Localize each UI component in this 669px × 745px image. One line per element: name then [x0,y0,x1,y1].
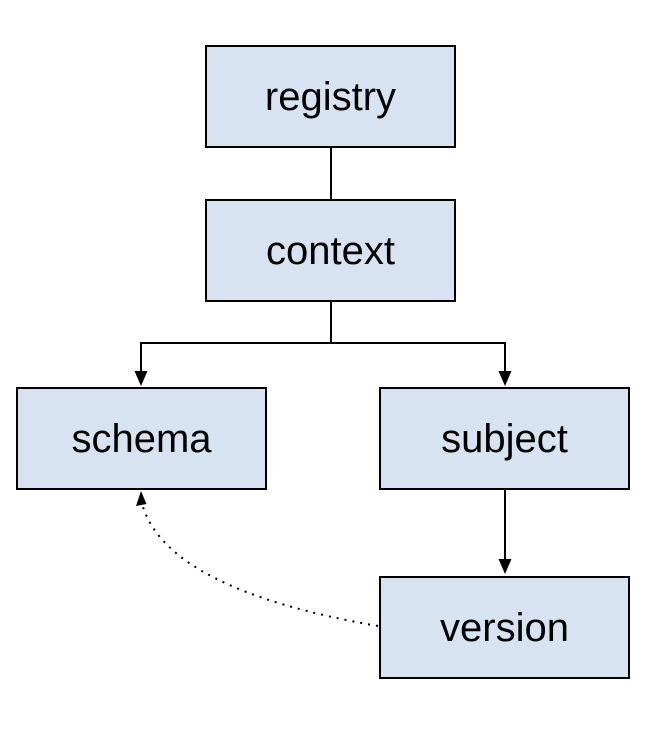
edge-subject-version [498,489,512,574]
node-schema-label: schema [71,416,212,461]
node-version: version [379,576,630,679]
node-registry-label: registry [264,74,397,119]
arrowhead-subject-top [498,371,512,386]
node-context: context [205,199,456,302]
edge-context-schema [134,302,332,386]
node-registry: registry [205,45,456,148]
node-subject-label: subject [441,416,568,461]
edge-context-subject [331,342,512,386]
arrowhead-schema-bottom [136,491,147,506]
node-subject: subject [379,387,630,490]
node-version-label: version [440,605,569,650]
arrowhead-schema-top [134,371,148,386]
arrowhead-version-top [498,559,512,574]
edge-version-schema [136,491,379,627]
node-schema: schema [16,387,267,490]
node-context-label: context [266,228,395,273]
